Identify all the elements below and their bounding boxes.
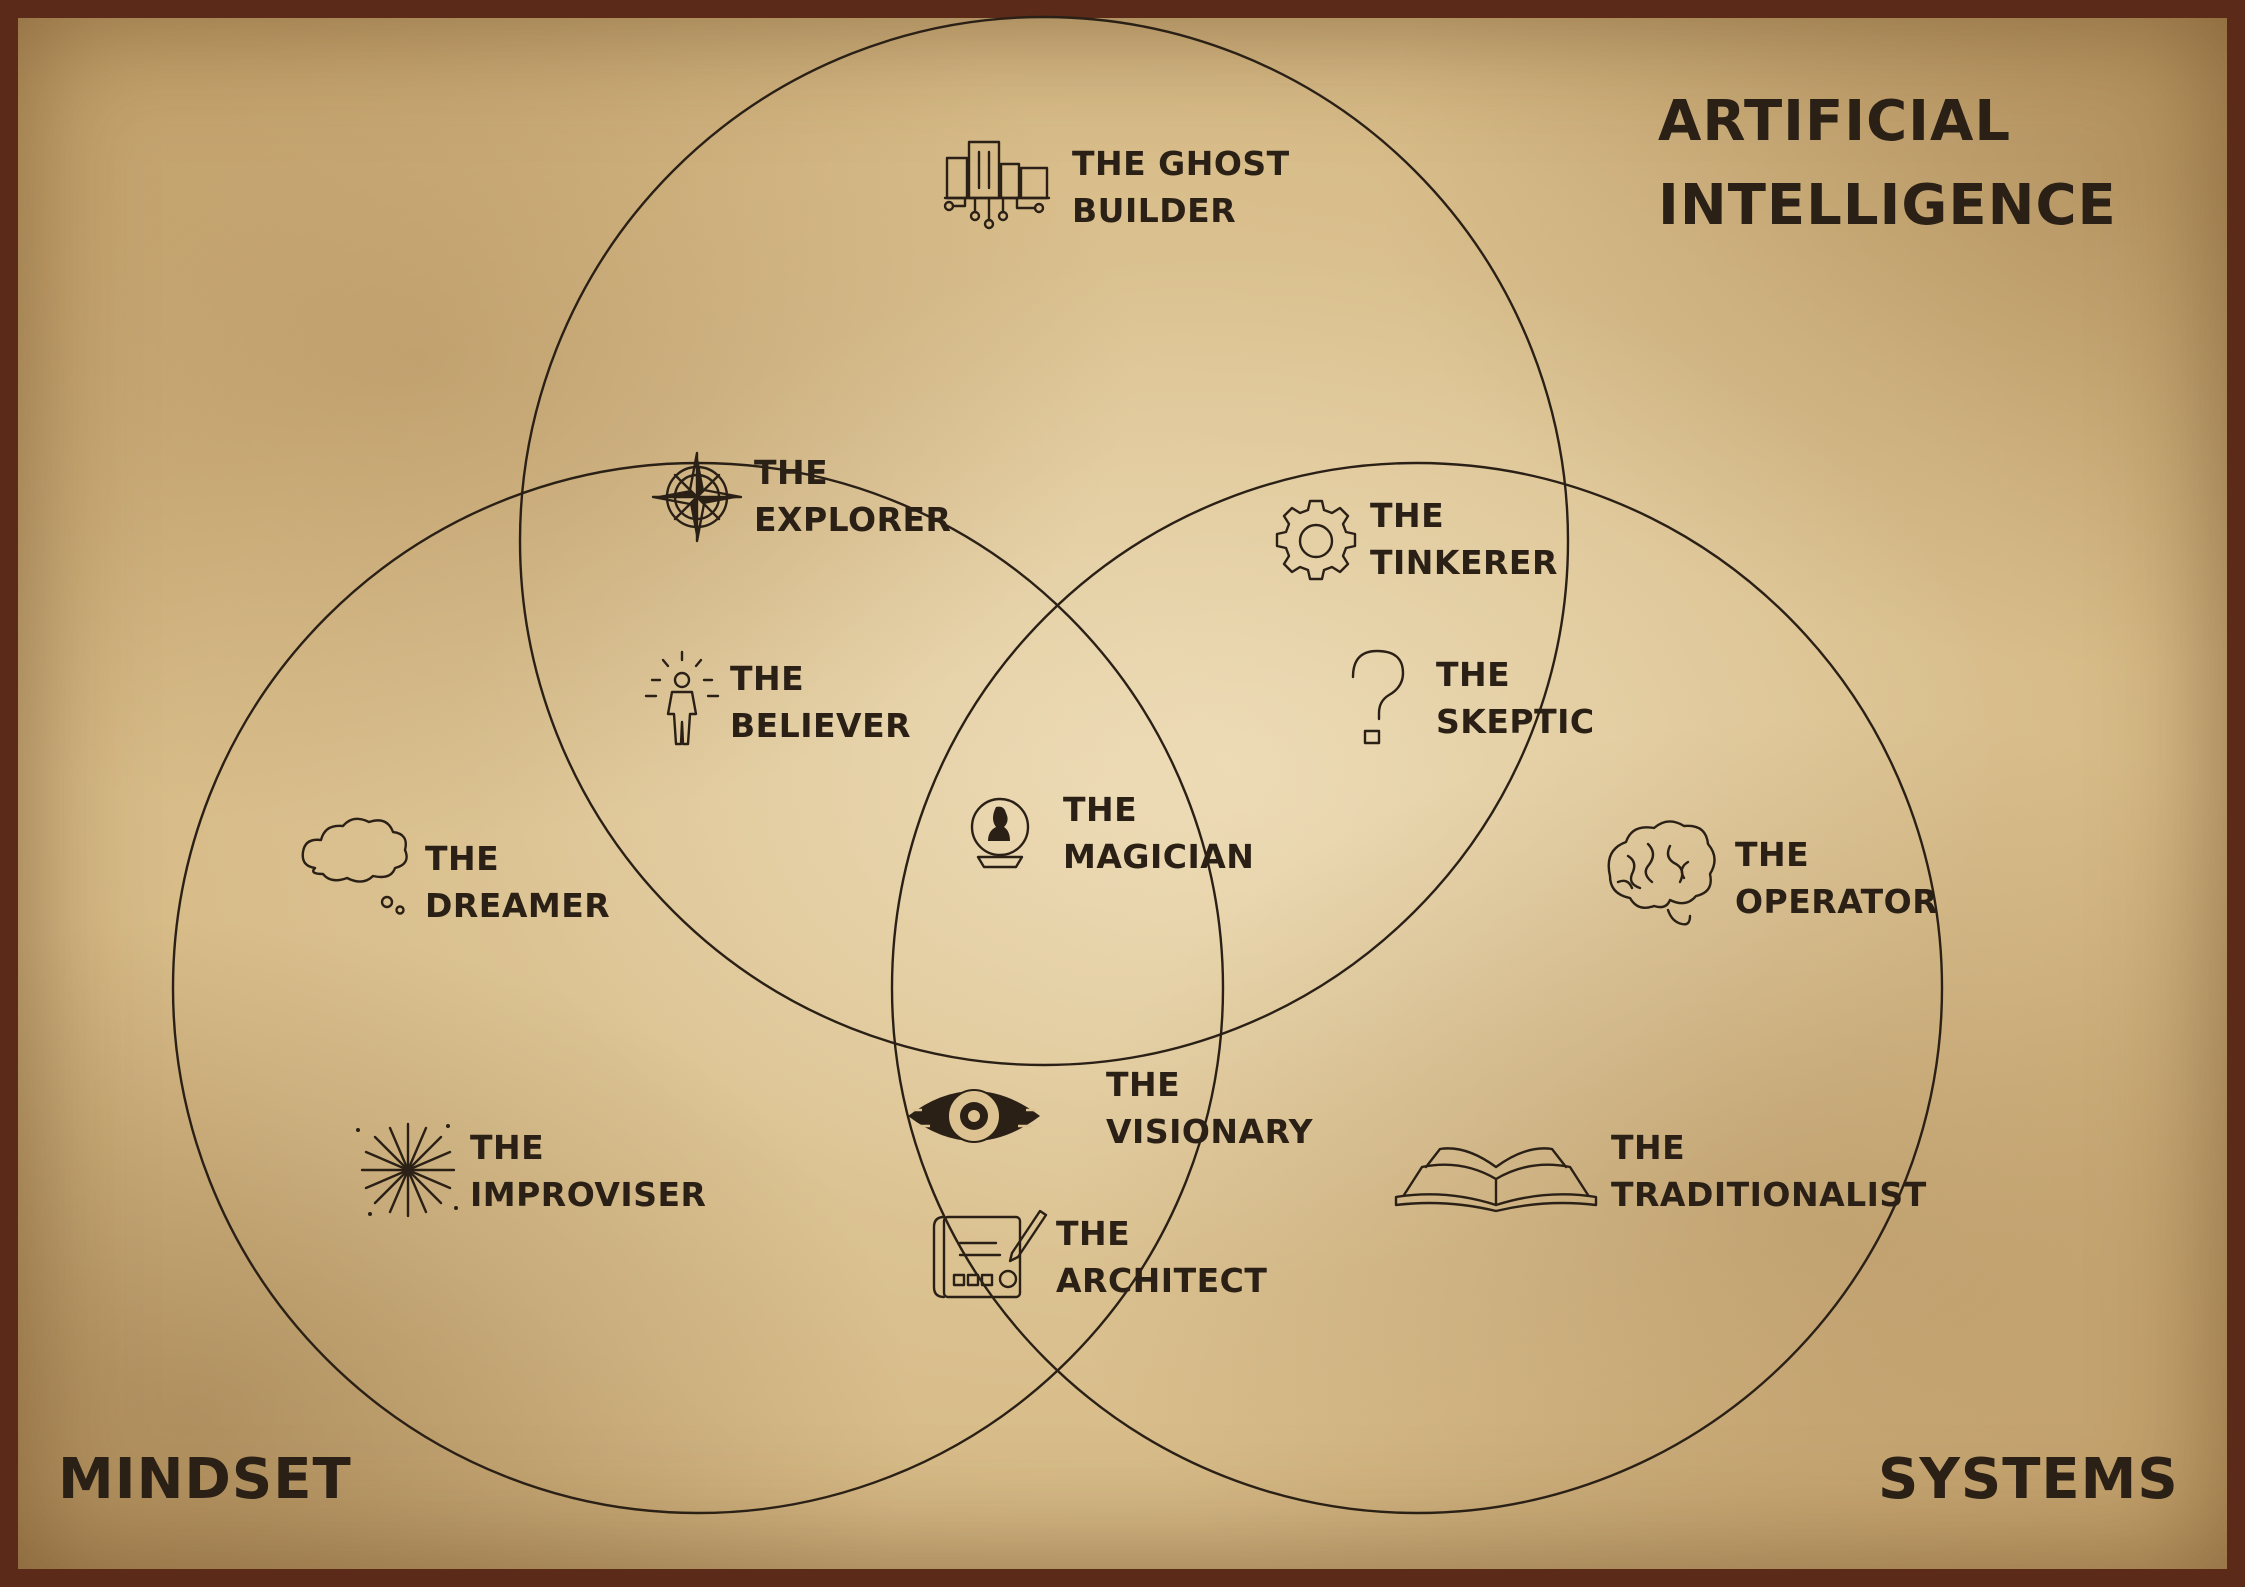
archetype-improviser: THE IMPROVISER [356, 1122, 706, 1218]
open-book-icon [1394, 1147, 1598, 1213]
svg-text:THE OPERATOR: THE OPERATOR [1735, 835, 1938, 921]
crystal-ball-icon [970, 797, 1030, 869]
svg-text:THE EXPLORER: THE EXPLORER [754, 453, 951, 539]
brain-icon [1607, 820, 1716, 926]
parchment-background [18, 18, 2227, 1569]
svg-text:THE TINKERER: THE TINKERER [1370, 496, 1558, 582]
archetype-magician: THE MAGICIAN [970, 790, 1254, 876]
svg-text:THE SKEPTIC: THE SKEPTIC [1436, 655, 1595, 741]
svg-text:THE DREAMER: THE DREAMER [425, 839, 610, 925]
archetype-traditionalist: THE TRADITIONALIST [1394, 1128, 1927, 1214]
systems-circle [890, 461, 1944, 1515]
systems-set-label: SYSTEMS [1878, 1447, 2179, 1512]
svg-text:THE IMPROVISER: THE IMPROVISER [470, 1128, 706, 1214]
archetype-ghost-builder: THE GHOST BUILDER [943, 140, 1302, 230]
archetype-visionary: THE VISIONARY [908, 1065, 1314, 1151]
mindset-set-label: MINDSET [58, 1447, 352, 1512]
archetype-believer: THE BELIEVER [644, 650, 911, 746]
svg-text:THE TRADITIONALIST: THE TRADITIONALIST [1611, 1128, 1927, 1214]
archetype-explorer: THE EXPLORER [651, 451, 951, 543]
svg-text:THE VISIONARY: THE VISIONARY [1106, 1065, 1314, 1151]
firework-icon [356, 1122, 458, 1218]
question-mark-icon [1351, 649, 1405, 745]
radiant-figure-icon [644, 650, 720, 746]
eye-icon [908, 1089, 1040, 1143]
circuit-buildings-icon [943, 140, 1051, 230]
ai-circle [518, 15, 1570, 1067]
svg-text:THE MAGICIAN: THE MAGICIAN [1063, 790, 1254, 876]
archetype-dreamer: THE DREAMER [301, 817, 610, 925]
blueprint-icon [932, 1209, 1048, 1299]
archetype-skeptic: THE SKEPTIC [1351, 649, 1595, 745]
archetype-tinkerer: THE TINKERER [1275, 496, 1558, 582]
svg-text:THE BELIEVER: THE BELIEVER [730, 659, 911, 745]
svg-text:THE GHOST BUILDER: THE GHOST BUILDER [1072, 144, 1302, 230]
archetype-architect: THE ARCHITECT [932, 1209, 1267, 1300]
gear-icon [1275, 499, 1357, 581]
mindset-circle [171, 461, 1225, 1515]
compass-rose-icon [651, 451, 743, 543]
ai-set-label: ARTIFICIAL INTELLIGENCE [1658, 89, 2117, 238]
thought-cloud-icon [301, 817, 408, 915]
svg-text:THE ARCHITECT: THE ARCHITECT [1056, 1214, 1267, 1300]
archetype-operator: THE OPERATOR [1607, 820, 1938, 926]
